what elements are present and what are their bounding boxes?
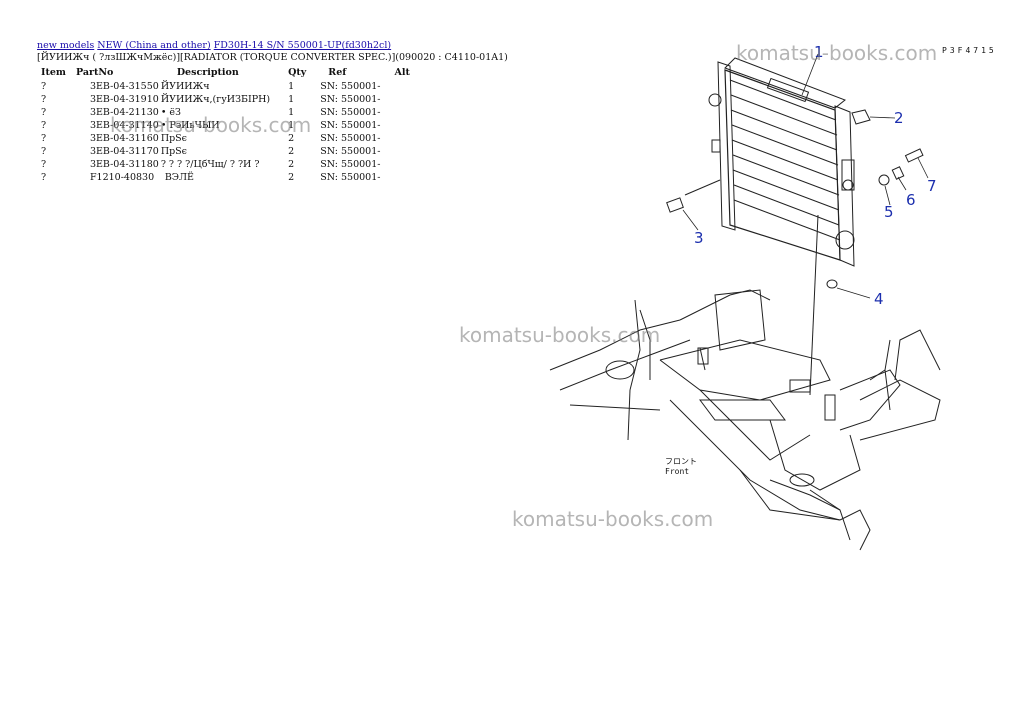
cell-item: ? (41, 81, 47, 92)
callout-leaders (682, 53, 929, 299)
watermark: komatsu-books.com (736, 41, 938, 65)
cell-ref: SN: 550001- (320, 81, 381, 92)
cell-description: ВЭЛЁ (164, 172, 194, 183)
callout-6: 6 (906, 191, 916, 209)
breadcrumb-link-model[interactable]: FD30H-14 S/N 550001-UP(fd30h2cl) (213, 40, 392, 51)
page-title: [ЙУИИЖч ( ?лзШЖчМжёс)][RADIATOR (TORQUE … (37, 52, 508, 63)
column-header-qty: Qty (288, 67, 307, 78)
cell-ref: SN: 550001- (320, 146, 381, 157)
breadcrumb: new models NEW (China and other) FD30H-1… (37, 40, 391, 51)
small-parts-drawing (666, 109, 924, 396)
column-header-item: Item (41, 67, 66, 78)
cell-alt (384, 119, 413, 132)
column-header-alt: Alt (394, 67, 410, 78)
cell-description: • РэИьЧЫИ (160, 120, 220, 131)
exploded-view-drawing (549, 53, 941, 551)
cell-alt (384, 171, 413, 184)
cell-alt (384, 158, 413, 171)
cell-description: ? ? ? ?/ЦбЧщ/ ? ?И ? (160, 159, 260, 170)
cell-item: ? (41, 120, 47, 131)
chassis-frame-drawing (549, 289, 941, 551)
cell-partno: 3EB-04-31550 (89, 81, 159, 92)
cell-ref: SN: 550001- (320, 172, 381, 183)
cell-qty: 2 (288, 172, 295, 183)
callout-2: 2 (894, 109, 904, 127)
cell-qty: 1 (288, 81, 295, 92)
cell-item: ? (41, 146, 47, 157)
cell-alt (384, 106, 413, 119)
cell-description: ПрЅє (160, 133, 188, 144)
breadcrumb-link-region[interactable]: NEW (China and other) (97, 40, 211, 51)
table-row: ? 3EB-04-31140 • РэИьЧЫИ 1 SN: 550001- (35, 119, 414, 132)
cell-item: ? (41, 107, 47, 118)
column-header-ref: Ref (328, 67, 347, 78)
cell-description: • ёЗ (160, 107, 181, 118)
cell-partno: 3EB-04-31160 (89, 133, 159, 144)
table-row: ? 3EB-04-31180 ? ? ? ?/ЦбЧщ/ ? ?И ? 2 SN… (35, 158, 414, 171)
table-header-row: Item PartNo Description Qty Ref Alt (35, 66, 414, 80)
cell-qty: 2 (288, 146, 295, 157)
cell-qty: 1 (288, 107, 295, 118)
parts-table: Item PartNo Description Qty Ref Alt ? 3E… (35, 66, 414, 184)
cell-item: ? (41, 94, 47, 105)
cell-partno: 3EB-04-31170 (89, 146, 159, 157)
callout-4: 4 (874, 290, 884, 308)
watermark: komatsu-books.com (459, 323, 661, 347)
callout-5: 5 (884, 203, 894, 221)
callout-1: 1 (814, 43, 824, 61)
cell-description: ЙУИИЖч,(гуИЗБІРН) (160, 94, 271, 105)
cell-ref: SN: 550001- (320, 107, 381, 118)
cell-partno: 3EB-04-21130 (89, 107, 159, 118)
figure-code: P3F4715 (942, 46, 997, 55)
cell-alt (384, 80, 413, 93)
watermark: komatsu-books.com (110, 113, 312, 137)
callout-7: 7 (927, 177, 937, 195)
table-row: ? 3EB-04-31170 ПрЅє 2 SN: 550001- (35, 145, 414, 158)
cell-alt (384, 132, 413, 145)
cell-description: ЙУИИЖч (160, 81, 210, 92)
radiator-drawing (708, 57, 855, 267)
cell-alt (384, 145, 413, 158)
column-header-description: Description (176, 67, 239, 78)
front-label-jp: フロント (665, 457, 697, 466)
cell-description: ПрЅє (160, 146, 188, 157)
cell-item: ? (41, 159, 47, 170)
cell-ref: SN: 550001- (320, 94, 381, 105)
table-row: ? 3EB-04-21130 • ёЗ 1 SN: 550001- (35, 106, 414, 119)
cell-partno: 3EB-04-31180 (89, 159, 159, 170)
cell-partno: 3EB-04-31910 (89, 94, 159, 105)
callout-3: 3 (694, 229, 704, 247)
column-header-partno: PartNo (75, 67, 114, 78)
breadcrumb-link-new-models[interactable]: new models (37, 40, 95, 51)
cell-item: ? (41, 172, 47, 183)
cell-ref: SN: 550001- (320, 120, 381, 131)
cell-partno: F1210-40830 (89, 172, 155, 183)
cell-qty: 2 (288, 159, 295, 170)
cell-qty: 1 (288, 120, 295, 131)
table-row: ? 3EB-04-31910 ЙУИИЖч,(гуИЗБІРН) 1 SN: 5… (35, 93, 414, 106)
front-label-en: Front (665, 467, 690, 476)
table-row: ? F1210-40830 ВЭЛЁ 2 SN: 550001- (35, 171, 414, 184)
cell-qty: 2 (288, 133, 295, 144)
watermark: komatsu-books.com (512, 507, 714, 531)
cell-ref: SN: 550001- (320, 159, 381, 170)
cell-ref: SN: 550001- (320, 133, 381, 144)
front-direction-label: フロント Front (665, 457, 697, 477)
cell-qty: 1 (288, 94, 295, 105)
table-row: ? 3EB-04-31160 ПрЅє 2 SN: 550001- (35, 132, 414, 145)
cell-alt (384, 93, 413, 106)
cell-item: ? (41, 133, 47, 144)
table-row: ? 3EB-04-31550 ЙУИИЖч 1 SN: 550001- (35, 80, 414, 93)
cell-partno: 3EB-04-31140 (89, 120, 159, 131)
